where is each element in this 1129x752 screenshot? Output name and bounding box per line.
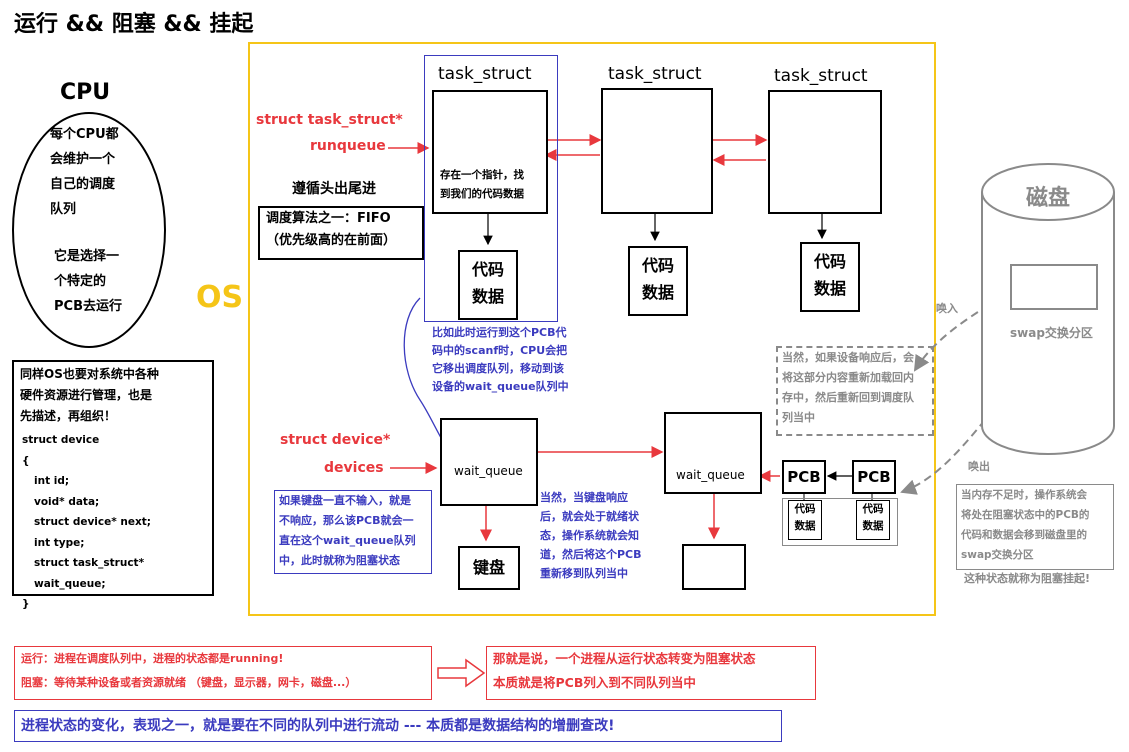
- summary-box: 进程状态的变化，表现之一，就是要在不同的队列中进行流动 --- 本质都是数据结构…: [14, 710, 782, 742]
- pcb-code-data-1: 代码数据: [788, 500, 822, 540]
- swap-in-note: 当然，如果设备响应后，会将这部分内容重新加载回内 存中，然后重新回到调度队列当中: [776, 346, 934, 436]
- cpu-label: CPU: [60, 80, 111, 105]
- disk-label: 磁盘: [1026, 186, 1071, 211]
- disk-cylinder: [981, 163, 1115, 455]
- code-data-2: 代码数据: [628, 246, 688, 316]
- os-frame: [248, 42, 936, 616]
- devices-decl: struct device*: [280, 432, 391, 448]
- empty-device-box: [682, 544, 746, 590]
- swap-partition-box: [1010, 264, 1098, 310]
- task-label-3: task_struct: [774, 66, 868, 86]
- fifo-title: 遵循头出尾进: [292, 181, 376, 197]
- runqueue-name: runqueue: [310, 138, 386, 154]
- states-box: 运行：进程在调度队列中，进程的状态都是running! 阻塞：等待某种设备或者资…: [14, 646, 432, 700]
- swap-out-group: [782, 498, 898, 546]
- task-struct-3: [768, 90, 882, 214]
- fifo-box: 调度算法之一：FIFO （优先级高的在前面）: [258, 206, 424, 260]
- current-task-highlight: [424, 55, 558, 322]
- task-label-1: task_struct: [438, 64, 532, 84]
- task-struct-1: 存在一个指针，找 到我们的代码数据: [432, 90, 548, 214]
- suspend-caption: 这种状态就称为阻塞挂起!: [964, 572, 1091, 585]
- wait-queue-1: wait_queue: [440, 418, 538, 506]
- page-title: 运行 && 阻塞 && 挂起: [14, 12, 254, 37]
- runqueue-decl: struct task_struct*: [256, 112, 403, 128]
- keyboard-block-note: 如果键盘一直不输入，就是不响应，那么该PCB就会一 直在这个wait_queue…: [274, 490, 432, 574]
- device-struct-note: 同样OS也要对系统中各种 硬件资源进行管理，也是 先描述，再组织！ struct…: [12, 360, 214, 610]
- code-data-1: 代码数据: [458, 250, 518, 320]
- devices-name: devices: [324, 460, 384, 476]
- cpu-desc-1: 每个CPU都会维护一个自己的调度队列: [50, 127, 119, 217]
- pcb-2: PCB: [852, 460, 896, 494]
- swap-partition-label: swap交换分区: [1010, 326, 1093, 340]
- task-label-2: task_struct: [608, 64, 702, 84]
- scanf-note: 比如此时运行到这个PCB代码中的scanf时，CPU会把 它移出调度队列，移动到…: [432, 326, 569, 393]
- keyboard-device: 键盘: [458, 546, 520, 590]
- cpu-ellipse: [12, 112, 166, 348]
- pcb-code-data-2: 代码数据: [856, 500, 890, 540]
- swap-in-label: 唤入: [936, 302, 958, 315]
- code-data-3: 代码数据: [800, 242, 860, 312]
- pcb-1: PCB: [782, 460, 826, 494]
- ready-note: 当然，当键盘响应后，就会处于就绪状 态，操作系统就会知道，然后将这个PCB 重新…: [540, 491, 642, 580]
- task-struct-2: [601, 88, 713, 214]
- swap-out-label: 唤出: [968, 460, 990, 473]
- os-label: OS: [196, 280, 244, 315]
- conclusion-box: 那就是说，一个进程从运行状态转变为阻塞状态 本质就是将PCB列入到不同队列当中: [486, 646, 816, 700]
- wait-queue-2: wait_queue: [664, 412, 762, 494]
